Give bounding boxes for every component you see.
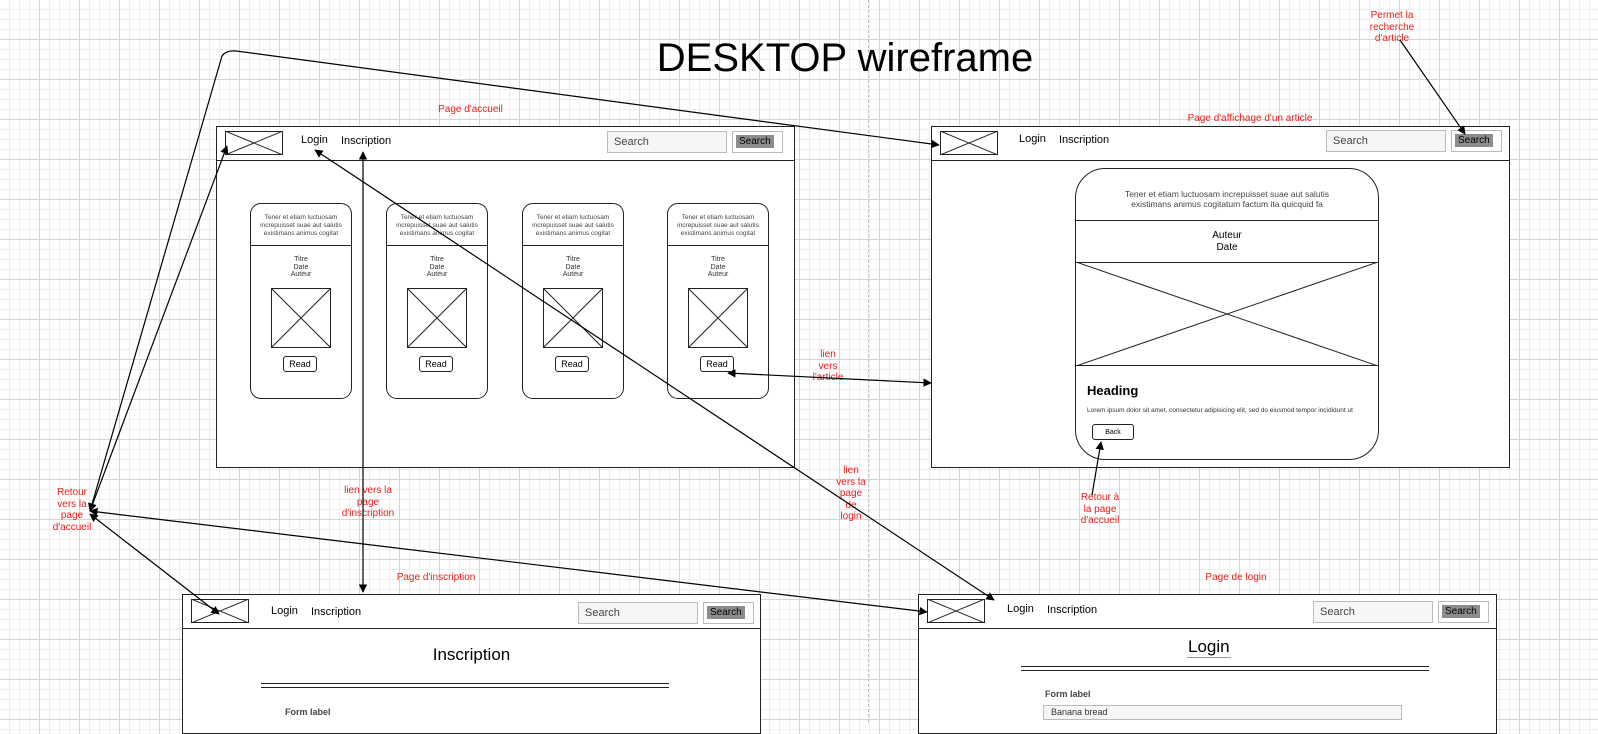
nav-inscription-link[interactable]: Inscription <box>1047 604 1098 616</box>
search-input[interactable]: Search <box>1326 130 1446 152</box>
login-page-annotation: Page de login <box>1205 572 1267 583</box>
logo-placeholder-icon[interactable] <box>927 599 985 623</box>
login-page-frame: Login Inscription Search Search Login Fo… <box>918 594 1497 734</box>
login-divider <box>1021 666 1429 671</box>
arrow-home-logo-to-back-home <box>88 145 229 512</box>
search-input[interactable]: Search <box>1313 601 1433 623</box>
login-text-field[interactable]: Banana bread <box>1043 705 1402 720</box>
login-navbar: Login Inscription Search Search <box>919 595 1496 629</box>
nav-login-link[interactable]: Login <box>1007 603 1034 615</box>
article-divider <box>1075 220 1379 221</box>
arrow-logo-to-home-curve <box>88 50 940 512</box>
search-button-label: Search <box>1442 605 1480 618</box>
article-detail-card: Tener et etiam luctuosam increpuisset su… <box>1075 168 1379 460</box>
logo-placeholder-icon[interactable] <box>940 131 998 155</box>
article-intro: Tener et etiam luctuosam increpuisset su… <box>1124 189 1330 210</box>
nav-inscription-link[interactable]: Inscription <box>1059 134 1110 146</box>
back-button[interactable]: Back <box>1092 424 1134 440</box>
diagram-title: DESKTOP wireframe <box>656 36 1034 80</box>
home-page-annotation: Page d'accueil <box>438 104 503 115</box>
search-button-label: Search <box>1455 134 1493 147</box>
search-button[interactable]: Search <box>1451 130 1502 152</box>
article-heading: Heading <box>1087 383 1139 398</box>
article-page-annotation: Page d'affichage d'un article <box>1187 113 1313 124</box>
arrow-login-logo-to-back-home <box>89 507 928 616</box>
arrow-login-to-login-page <box>314 149 995 601</box>
article-navbar: Login Inscription Search Search <box>932 127 1509 161</box>
nav-login-link[interactable]: Login <box>1019 133 1046 145</box>
arrow-signup-logo-to-back-home <box>89 513 220 615</box>
article-body: Lorem ipsum dolor sit amet, consectetur … <box>1087 407 1353 414</box>
login-form-label: Form label <box>1045 689 1091 699</box>
signup-heading: Inscription <box>432 645 511 664</box>
arrow-read-to-article <box>727 369 932 387</box>
signup-divider <box>261 683 669 688</box>
login-heading: Login <box>1187 637 1231 658</box>
signup-form-label: Form label <box>285 707 331 717</box>
article-image-placeholder-icon <box>1076 262 1378 366</box>
arrow-search-note <box>1399 39 1466 135</box>
arrow-back-to-home <box>1091 441 1104 496</box>
search-button[interactable]: Search <box>1438 601 1489 623</box>
